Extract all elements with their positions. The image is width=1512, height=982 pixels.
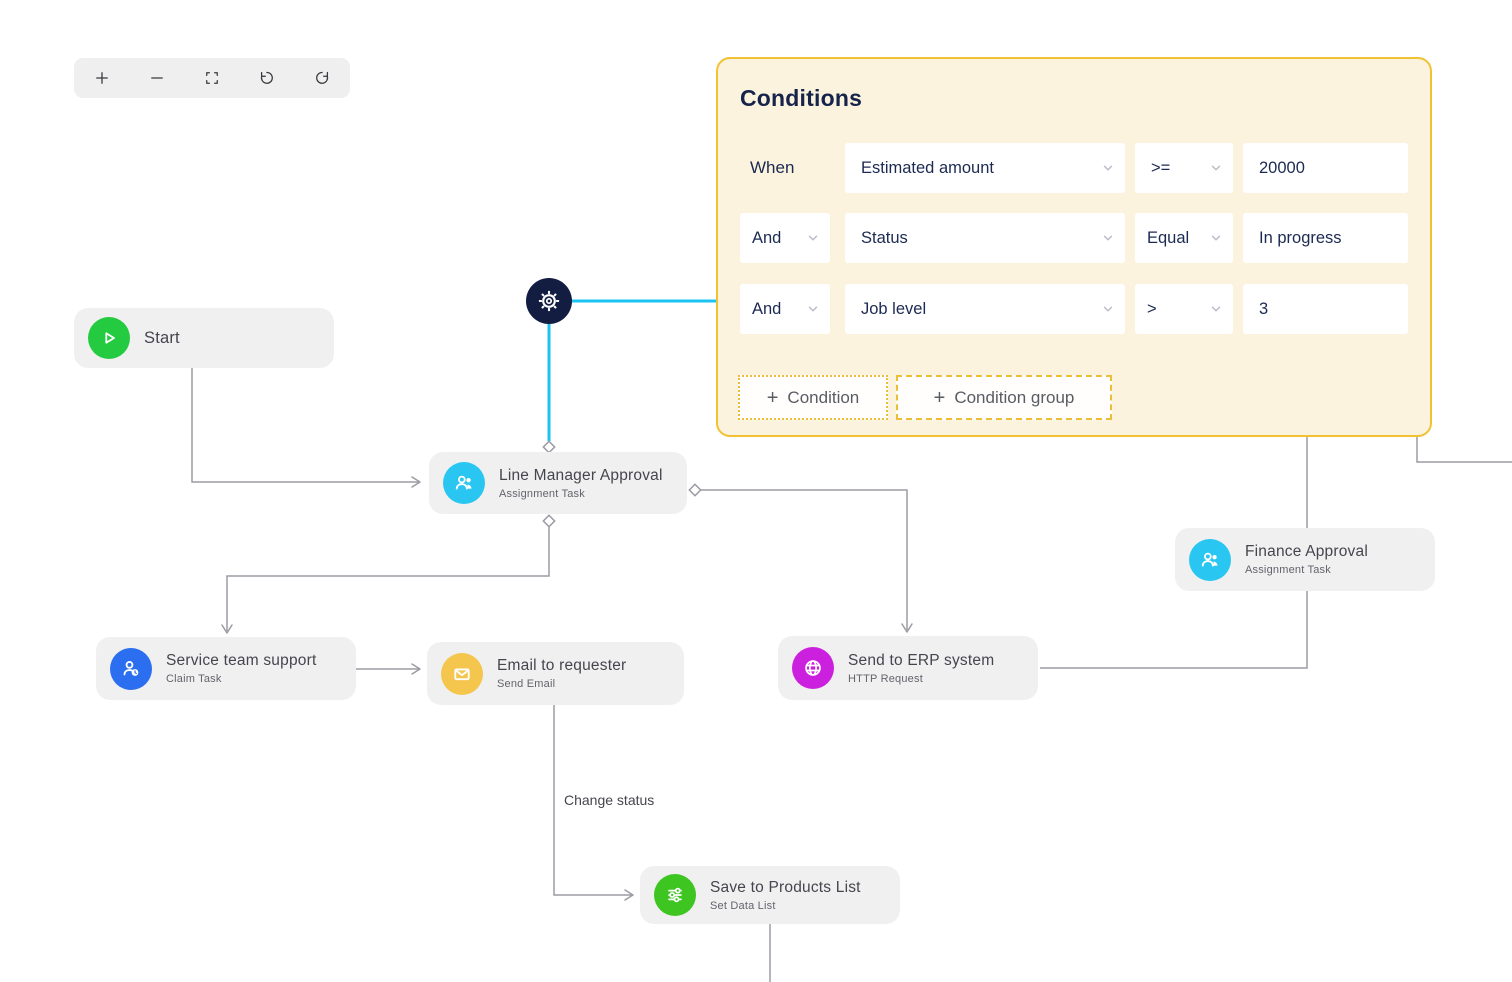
arrowhead: [221, 624, 233, 634]
chevron-down-icon: [1101, 161, 1115, 180]
condition-value-input[interactable]: 3: [1243, 284, 1408, 334]
edge-label-change-status: Change status: [564, 792, 655, 808]
condition-operator-dropdown[interactable]: >: [1135, 284, 1233, 334]
edge-email-save: [553, 705, 632, 896]
condition-connector-value: And: [752, 228, 782, 247]
chevron-down-icon: [1209, 302, 1223, 321]
node-title: Service team support: [166, 652, 317, 669]
arrowhead: [411, 476, 421, 488]
condition-connector-value: And: [752, 299, 782, 318]
play-icon: [88, 317, 130, 359]
node-save-to-products-list[interactable]: Save to Products List Set Data List: [640, 866, 900, 924]
add-condition-label: Condition: [787, 387, 860, 407]
redo-button[interactable]: [305, 61, 339, 95]
condition-row: And Status Equal In progress: [718, 213, 1430, 263]
node-subtitle: Send Email: [497, 678, 556, 690]
arrowhead: [624, 889, 634, 901]
node-subtitle: Set Data List: [710, 899, 776, 912]
node-subtitle: Assignment Task: [1245, 564, 1331, 576]
edge-conditions-offscreen: [1416, 437, 1512, 463]
edge-linemanager-erp: [701, 489, 908, 630]
condition-value-text: 20000: [1259, 158, 1305, 177]
condition-row: When Estimated amount >= 20000: [718, 143, 1430, 193]
add-condition-button[interactable]: + Condition: [738, 375, 888, 420]
node-subtitle: HTTP Request: [848, 672, 923, 685]
node-service-team-support[interactable]: Service team support Claim Task: [96, 637, 356, 700]
node-subtitle: Assignment Task: [499, 487, 585, 500]
edge-start-linemanager: [191, 368, 419, 483]
node-title: Finance Approval: [1245, 543, 1368, 560]
sliders-icon: [654, 874, 696, 916]
condition-field-value: Status: [861, 228, 908, 247]
node-finance-approval[interactable]: Finance Approval Assignment Task: [1175, 528, 1435, 591]
fit-view-button[interactable]: [195, 61, 229, 95]
condition-operator-value: >=: [1151, 158, 1171, 177]
edge-linemanager-service: [226, 527, 550, 631]
condition-gear-node[interactable]: [526, 278, 572, 324]
connector-handle[interactable]: [542, 514, 556, 528]
conditions-panel: Conditions When Estimated amount >= 2000…: [716, 57, 1432, 437]
fit-view-icon: [206, 72, 218, 84]
chevron-down-icon: [806, 302, 820, 321]
condition-connector-dropdown[interactable]: And: [740, 213, 830, 263]
canvas-toolbar: [74, 58, 350, 98]
users-icon: [443, 462, 485, 504]
node-title: Send to ERP system: [848, 651, 995, 669]
node-subtitle: Claim Task: [166, 673, 222, 685]
condition-value-input[interactable]: 20000: [1243, 143, 1408, 193]
condition-field-dropdown[interactable]: Estimated amount: [845, 143, 1125, 193]
zoom-in-button[interactable]: [85, 61, 119, 95]
condition-actions: + Condition + Condition group: [718, 375, 1430, 420]
condition-value-text: In progress: [1259, 228, 1342, 247]
condition-connector-label: When: [750, 158, 795, 177]
connector-handle[interactable]: [542, 440, 556, 454]
arrowhead: [901, 623, 913, 633]
users-icon: [1189, 538, 1231, 581]
zoom-in-icon: [95, 72, 108, 84]
node-send-to-erp[interactable]: Send to ERP system HTTP Request: [778, 636, 1038, 700]
node-title: Save to Products List: [710, 878, 861, 896]
gear-icon: [538, 290, 560, 312]
chevron-down-icon: [1101, 231, 1115, 250]
conditions-panel-title: Conditions: [740, 85, 863, 111]
user-clock-icon: [110, 647, 152, 690]
zoom-out-button[interactable]: [140, 61, 174, 95]
node-title: Line Manager Approval: [499, 466, 663, 484]
plus-icon: +: [933, 386, 946, 409]
edge-conditions-finance-erp: [1040, 437, 1308, 669]
condition-value-input[interactable]: In progress: [1243, 213, 1408, 263]
node-line-manager-approval[interactable]: Line Manager Approval Assignment Task: [429, 452, 687, 514]
undo-button[interactable]: [250, 61, 284, 95]
node-title: Email to requester: [497, 657, 627, 674]
chevron-down-icon: [1209, 161, 1223, 180]
add-condition-group-label: Condition group: [954, 387, 1075, 407]
condition-operator-value: >: [1147, 299, 1157, 318]
zoom-out-icon: [150, 77, 163, 79]
condition-connector-dropdown[interactable]: And: [740, 284, 830, 334]
node-start[interactable]: Start: [74, 308, 334, 368]
arrowhead: [411, 663, 421, 675]
redo-icon: [316, 71, 329, 84]
chevron-down-icon: [1101, 302, 1115, 321]
plus-icon: +: [766, 386, 779, 409]
condition-value-text: 3: [1259, 299, 1269, 318]
node-email-to-requester[interactable]: Email to requester Send Email: [427, 642, 684, 705]
node-title: Start: [144, 328, 180, 347]
condition-field-value: Job level: [861, 299, 927, 318]
connector-handle[interactable]: [688, 483, 702, 497]
chevron-down-icon: [1209, 231, 1223, 250]
condition-operator-value: Equal: [1147, 228, 1190, 247]
condition-row: And Job level > 3: [718, 284, 1430, 334]
envelope-icon: [441, 652, 483, 695]
condition-operator-dropdown[interactable]: >=: [1135, 143, 1233, 193]
chevron-down-icon: [806, 231, 820, 250]
condition-field-dropdown[interactable]: Status: [845, 213, 1125, 263]
add-condition-group-button[interactable]: + Condition group: [896, 375, 1112, 420]
globe-icon: [792, 647, 834, 689]
condition-field-value: Estimated amount: [861, 158, 994, 177]
undo-icon: [261, 71, 274, 84]
condition-operator-dropdown[interactable]: Equal: [1135, 213, 1233, 263]
condition-field-dropdown[interactable]: Job level: [845, 284, 1125, 334]
